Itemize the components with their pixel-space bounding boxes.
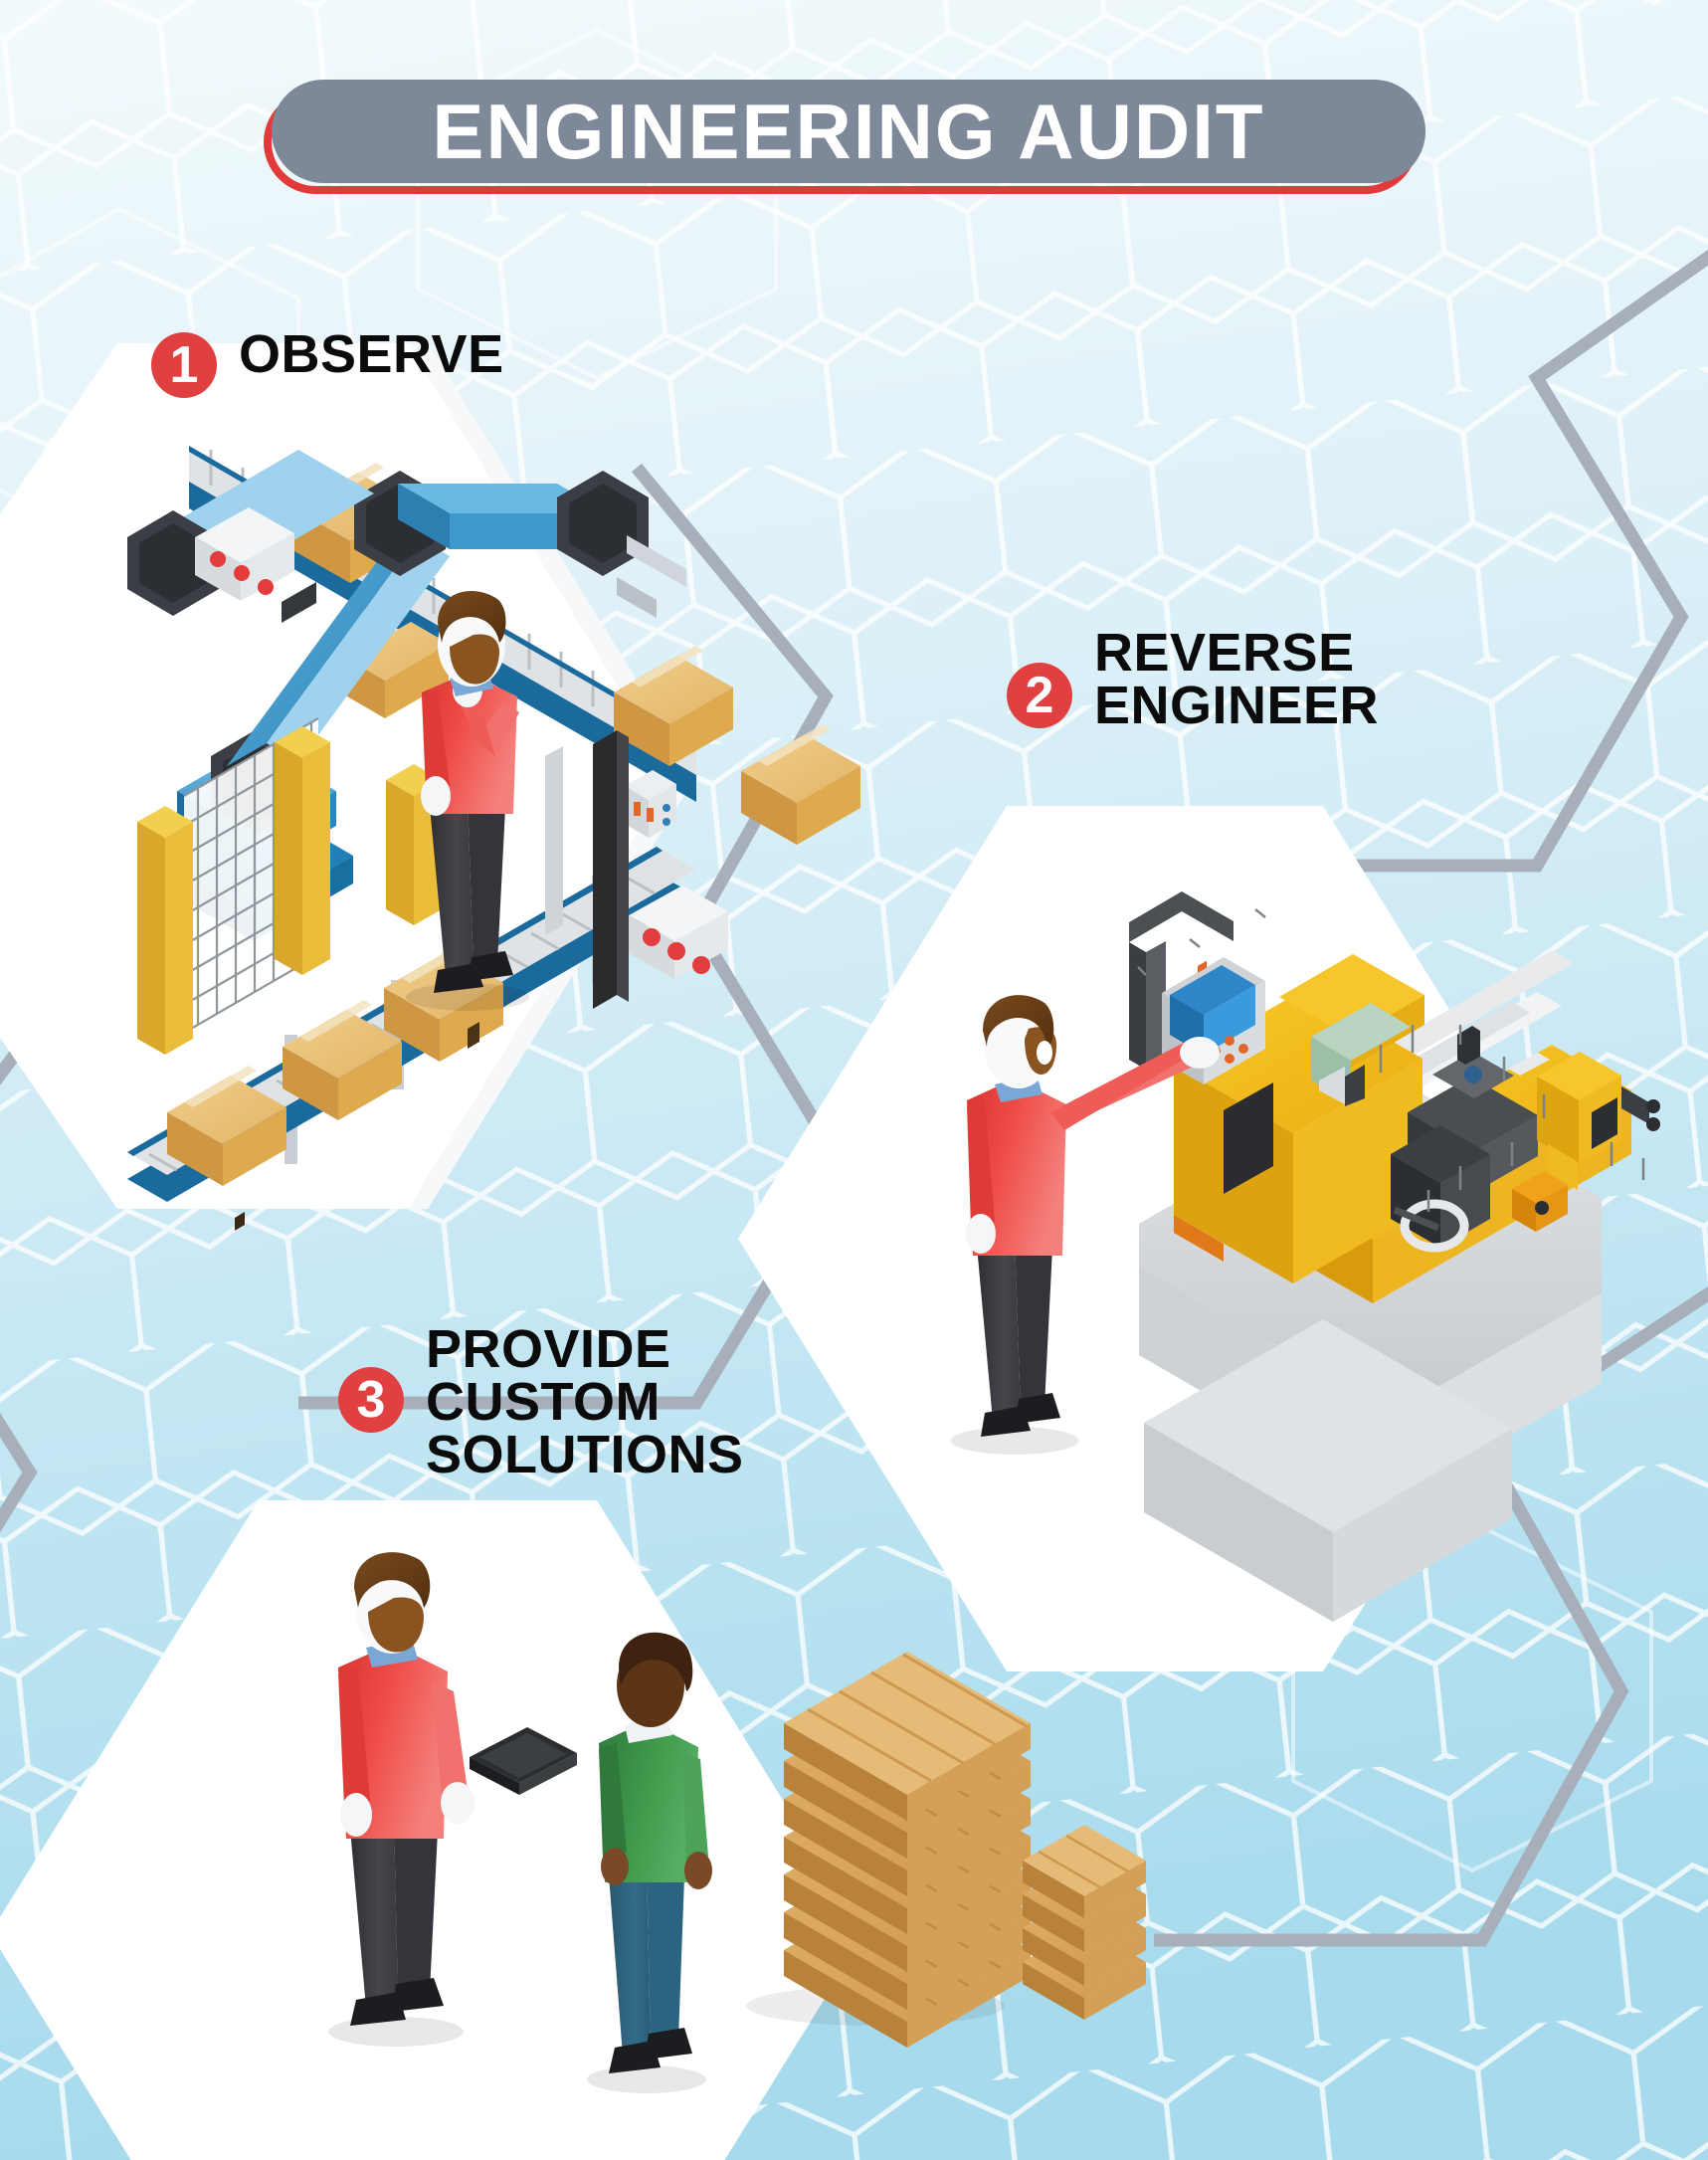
bed-clamp [1512, 1171, 1568, 1232]
step-2-label: REVERSE ENGINEER [1094, 623, 1380, 735]
stacked-wooden-pallets [746, 1652, 1146, 2048]
worker-observer [406, 591, 529, 1011]
step-1-label: OBSERVE [239, 324, 504, 384]
cardboard-box [614, 646, 733, 766]
step-3-heading: 3 PROVIDE CUSTOM SOLUTIONS [338, 1319, 744, 1484]
worker-engineer [951, 995, 1220, 1455]
step-2-badge: 2 [1007, 663, 1072, 728]
lathe-tailstock [1508, 1052, 1660, 1190]
step-3-label: PROVIDE CUSTOM SOLUTIONS [426, 1319, 744, 1484]
step-2-heading: 2 REVERSE ENGINEER [1007, 623, 1380, 735]
step-1-heading: 1 OBSERVE [151, 324, 504, 398]
step-3-badge: 3 [338, 1367, 404, 1433]
yellow-bollard [275, 726, 330, 975]
title-gray-plate: ENGINEERING AUDIT [272, 80, 1425, 183]
control-panel [195, 507, 294, 601]
lathe-headstock [1174, 954, 1424, 1283]
cardboard-box [167, 999, 286, 1231]
cardboard-box [283, 1000, 402, 1120]
tablet-device [470, 1727, 577, 1795]
cardboard-box [741, 724, 860, 845]
yellow-bollard [137, 806, 193, 1055]
control-switch-box [625, 770, 676, 838]
worker-engineer-with-tablet [328, 1552, 577, 2047]
lathe-tool-post [1391, 1026, 1538, 1253]
title-banner: ENGINEERING AUDIT [264, 80, 1425, 194]
control-panel [629, 885, 728, 979]
step-1-badge: 1 [151, 332, 217, 398]
client-person [587, 1632, 712, 2093]
page-title: ENGINEERING AUDIT [432, 88, 1265, 175]
